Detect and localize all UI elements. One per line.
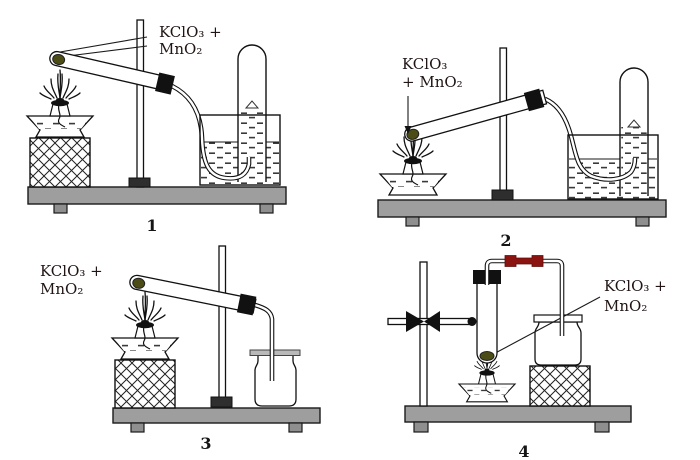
delivery-tube-core: [544, 97, 637, 181]
reagent-label-line1: KClO₃ +: [40, 262, 103, 280]
jar-rim: [533, 314, 583, 323]
test-tube: [476, 272, 498, 364]
test-tube-body: [49, 50, 175, 93]
reagent-sample: [132, 277, 146, 289]
bench: [377, 199, 667, 218]
clamp-grip: [467, 317, 477, 326]
delivery-tube-core: [171, 84, 251, 180]
riser-tube-core: [485, 259, 507, 285]
setup-number: 4: [518, 442, 529, 460]
label-pointer-line: [59, 36, 148, 53]
bench: [112, 407, 321, 424]
jar-lid: [249, 349, 301, 356]
bench-foot: [130, 422, 145, 433]
rubber-connector: [504, 255, 544, 267]
reagent-label-line1: KClO₃: [402, 55, 447, 73]
stand-rod: [419, 261, 428, 407]
wooden-block: [29, 137, 91, 188]
bench-foot: [259, 203, 274, 214]
reagent-label-line1: KClO₃ +: [604, 277, 667, 295]
flame: [39, 69, 81, 103]
stand-rod: [218, 245, 227, 399]
stand-base: [210, 396, 233, 408]
alcohol-lamp: [111, 321, 179, 360]
reagent-label-line2: MnO₂: [159, 40, 202, 58]
water-trough: [567, 134, 659, 200]
collection-tube-water: [239, 108, 265, 180]
reagent-sample: [52, 53, 66, 66]
water-peak: [244, 100, 260, 109]
reagent-label-line2: MnO₂: [40, 280, 83, 298]
test-tube: [49, 50, 175, 95]
setup-4: KClO₃ + MnO₂ 4: [387, 255, 667, 460]
delivery-tube-core: [254, 303, 274, 381]
arrowhead: [404, 126, 412, 134]
wooden-block: [529, 365, 591, 407]
alcohol-lamp: [26, 99, 94, 138]
bench-foot: [413, 421, 429, 433]
label-pointer-line: [485, 296, 601, 359]
stand-base: [128, 177, 151, 188]
flame: [124, 291, 166, 325]
test-tube: [129, 274, 257, 316]
clamp: [424, 311, 440, 332]
setup-1: KClO₃ + MnO₂ 1: [26, 19, 287, 235]
reagent-sample: [479, 351, 495, 361]
reagent-sample: [406, 128, 420, 140]
setup-2: KClO₃ + MnO₂ 2: [377, 47, 667, 250]
bench-foot: [594, 421, 610, 433]
test-tube-body: [404, 89, 548, 142]
bench-foot: [635, 216, 650, 227]
bench: [404, 405, 632, 423]
bench-foot: [405, 216, 420, 227]
setup-number: 3: [200, 434, 211, 453]
setup-number: 1: [146, 216, 157, 235]
reagent-label-line2: MnO₂: [604, 297, 647, 315]
gas-jar: [254, 354, 297, 407]
stand-rod: [499, 47, 508, 200]
gas-jar: [534, 321, 582, 366]
down-tube-core: [542, 259, 564, 336]
setup-number: 2: [500, 231, 511, 250]
clamp: [406, 311, 424, 332]
setup-3: KClO₃ + MnO₂ 3: [40, 245, 321, 453]
reagent-label-line2: + MnO₂: [402, 73, 463, 91]
bench-foot: [53, 203, 68, 214]
bench: [27, 186, 287, 205]
stopper: [155, 72, 175, 95]
water-trough: [199, 114, 281, 186]
reagent-label-line1: KClO₃ +: [159, 23, 222, 41]
stopper: [523, 88, 545, 112]
bench-foot: [288, 422, 303, 433]
stand-base: [491, 189, 514, 201]
water-peak: [626, 119, 642, 128]
stopper: [236, 293, 257, 316]
test-tube: [404, 88, 548, 142]
wooden-block: [114, 359, 176, 409]
stand-rod: [136, 19, 145, 188]
alcohol-lamp: [458, 369, 516, 403]
alcohol-lamp: [379, 157, 447, 196]
test-tube-body: [129, 274, 257, 314]
